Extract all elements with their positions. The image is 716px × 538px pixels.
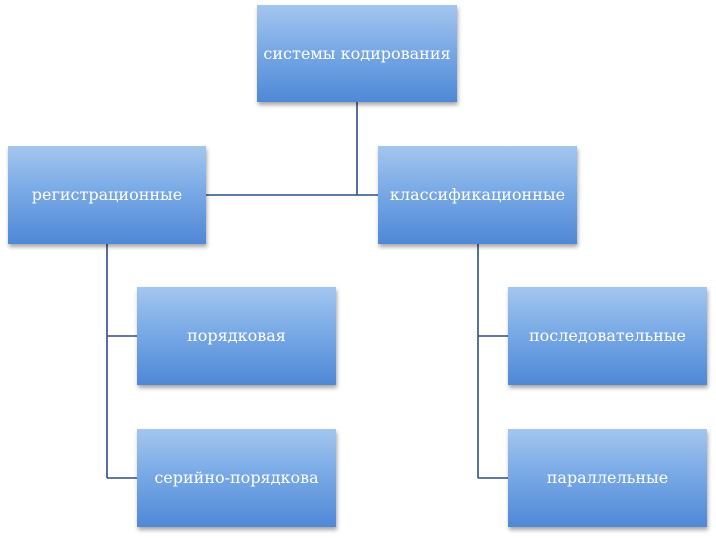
node-ordinal-label: порядковая [187, 326, 286, 345]
node-sequential: последовательные [508, 287, 707, 385]
node-classification-label: классификационные [389, 185, 566, 204]
node-coding-systems-label: системы кодирования [263, 43, 451, 63]
node-serial-ordinal: серийно-порядкова [137, 429, 336, 527]
node-ordinal: порядковая [137, 287, 336, 385]
node-coding-systems: системы кодирования [257, 5, 457, 102]
node-classification: классификационные [378, 146, 577, 244]
node-sequential-label: последовательные [529, 326, 686, 345]
node-parallel: параллельные [508, 429, 707, 527]
node-registration: регистрационные [8, 146, 206, 244]
node-registration-label: регистрационные [31, 185, 183, 204]
node-parallel-label: параллельные [546, 468, 669, 487]
node-serial-ordinal-label: серийно-порядкова [154, 468, 319, 487]
